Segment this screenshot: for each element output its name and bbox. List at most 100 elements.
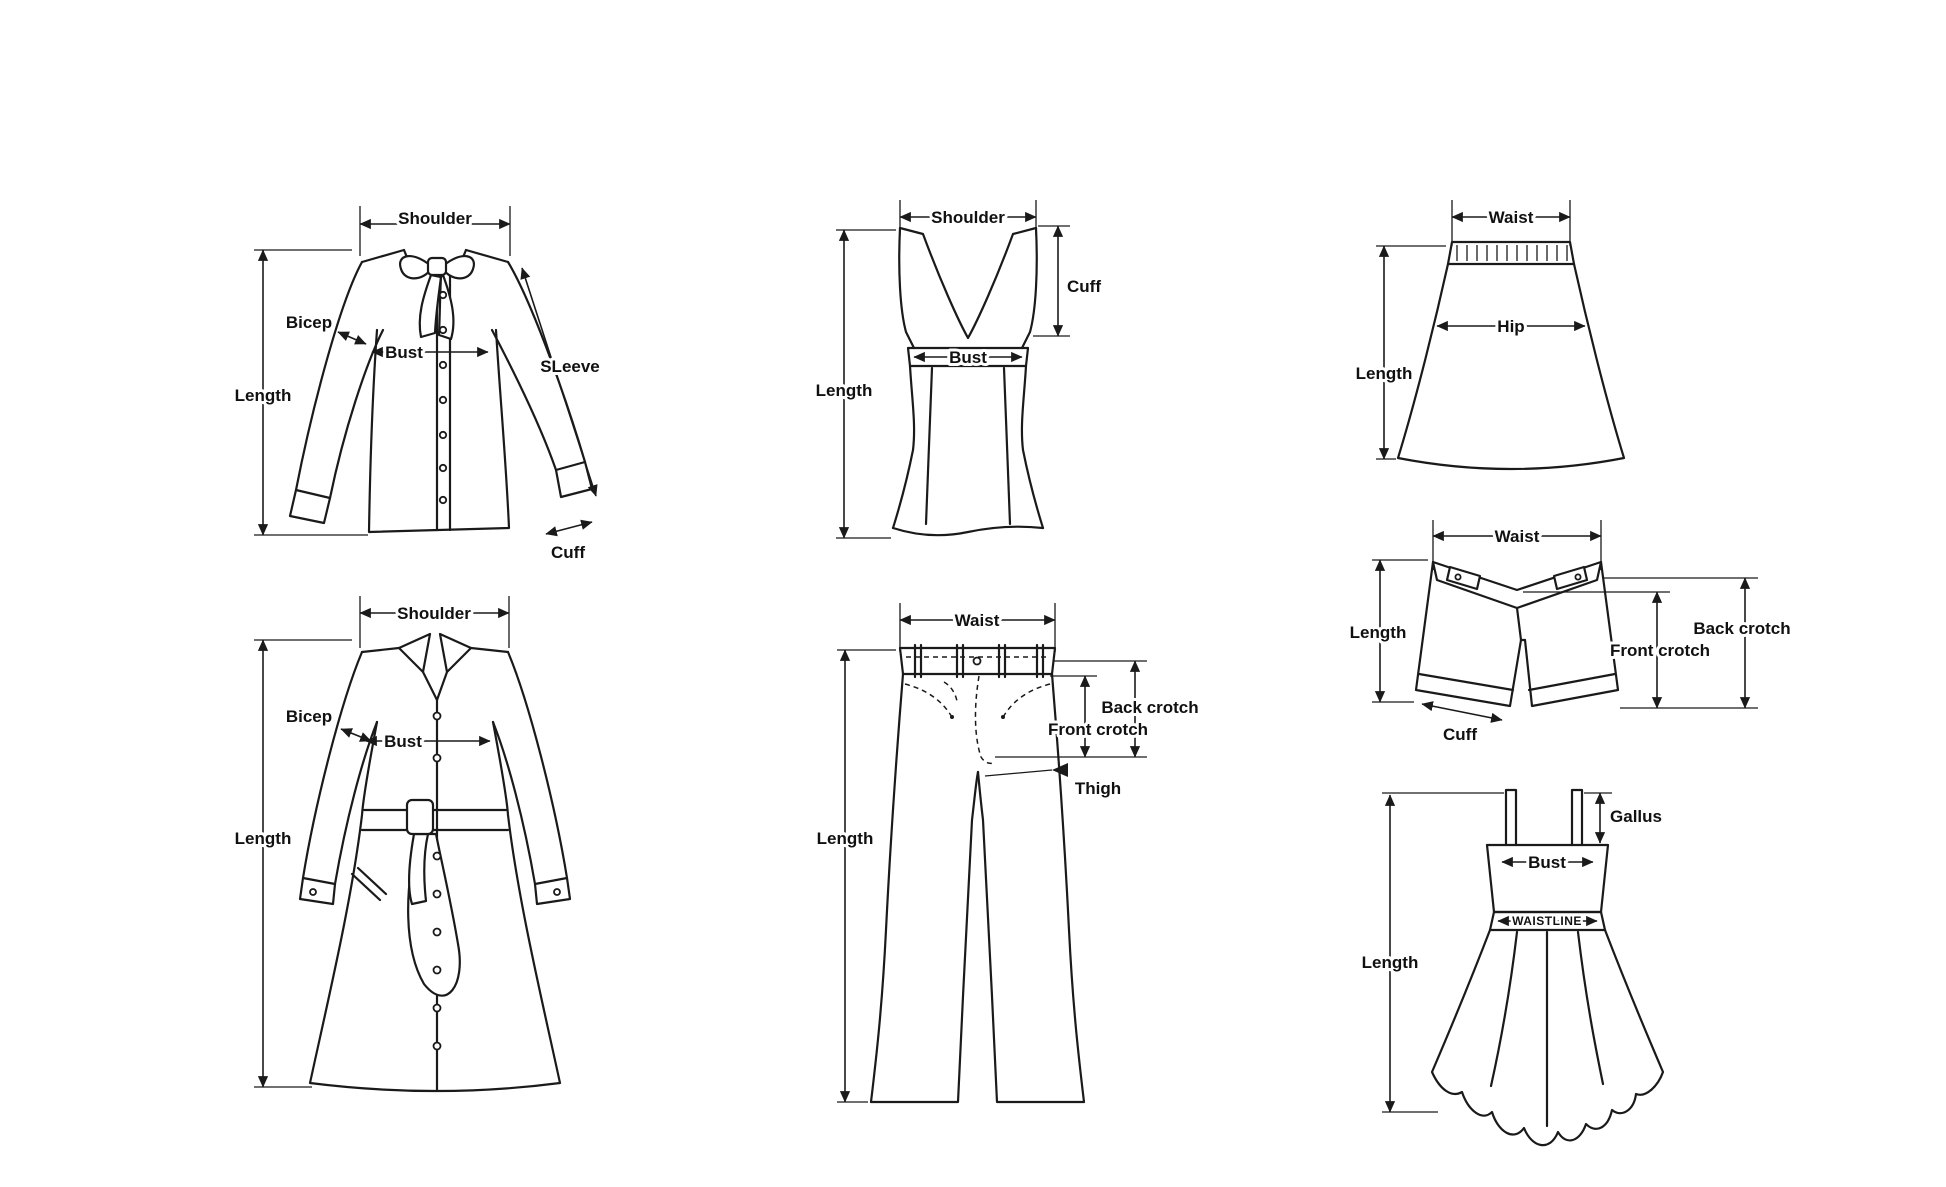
tank-top-diagram: Shoulder Cuff Bust Length xyxy=(813,200,1104,539)
button xyxy=(432,927,442,937)
vest-bust-band xyxy=(906,346,1030,368)
blouse-body xyxy=(367,328,511,534)
pants-thigh-label: Thigh xyxy=(1075,779,1121,798)
skirt-waistband-gathers xyxy=(1456,245,1568,261)
blouse-buttons xyxy=(438,290,448,505)
blouse-shoulder-label: Shoulder xyxy=(398,209,472,228)
button xyxy=(432,851,442,861)
pants-left-pocket xyxy=(904,683,954,720)
blouse-bust-label: Bust xyxy=(385,343,423,362)
skirt-body xyxy=(1396,262,1626,471)
coat-left-cuff-line xyxy=(301,876,337,886)
vest-bust-label: Bust xyxy=(949,348,987,367)
vest-length-label: Length xyxy=(816,381,873,400)
button xyxy=(438,360,448,370)
coat-diagram: Shoulder Bicep Bust Length xyxy=(232,596,572,1093)
coat-bicep-label: Bicep xyxy=(286,707,332,726)
coat-body xyxy=(308,720,562,1093)
pants-right-leg xyxy=(976,672,1086,1104)
coat-right-sleeve xyxy=(491,650,572,906)
blouse-diagram: Shoulder Length Bicep Bust SLeeve Cuff xyxy=(232,206,603,565)
dress-bust-label: Bust xyxy=(1528,853,1566,872)
blouse-bicep-label: Bicep xyxy=(286,313,332,332)
dress-straps xyxy=(1504,788,1584,847)
pants-belt-loops xyxy=(913,643,1045,679)
shorts-cuff-dim xyxy=(1421,701,1503,723)
coat-left-cuff-button xyxy=(309,888,317,896)
button xyxy=(438,430,448,440)
button xyxy=(432,711,442,721)
pants-length-label: Length xyxy=(817,829,874,848)
blouse-sleeve-label: SLeeve xyxy=(540,357,600,376)
coat-right-cuff-line xyxy=(533,876,569,886)
vest-lower-body xyxy=(891,364,1045,530)
blouse-bow-knot xyxy=(426,256,448,277)
dress-waistline-label: WAISTLINE xyxy=(1512,914,1582,928)
shorts-right-tab xyxy=(1552,565,1589,591)
button xyxy=(438,395,448,405)
coat-buttons xyxy=(432,711,442,1051)
blouse-left-sleeve xyxy=(288,260,385,525)
coat-belt-tail xyxy=(408,832,430,906)
pocket-rivet xyxy=(1001,715,1005,719)
button xyxy=(432,889,442,899)
blouse-bicep-dim xyxy=(337,331,367,345)
blouse-bow-left-loop xyxy=(398,255,433,280)
coat-belt-knot xyxy=(405,798,435,836)
button xyxy=(432,965,442,975)
skirt-hip-label: Hip xyxy=(1497,317,1524,336)
coat-belt xyxy=(360,808,510,832)
coat-length-label: Length xyxy=(235,829,292,848)
shorts-left-leg xyxy=(1414,560,1523,708)
shorts-waistband xyxy=(1431,560,1603,610)
shorts-length-label: Length xyxy=(1350,623,1407,642)
coat-right-cuff-button xyxy=(553,888,561,896)
shorts-left-tab-button xyxy=(1454,573,1462,581)
shorts-left-tab xyxy=(1445,565,1482,591)
vest-hem xyxy=(891,525,1045,537)
button xyxy=(432,1041,442,1051)
pants-left-leg xyxy=(869,672,980,1104)
button xyxy=(438,325,448,335)
dress-gallus-label: Gallus xyxy=(1610,807,1662,826)
dress-skirt xyxy=(1430,928,1665,1147)
pants-diagram: Waist Back crotch Front crotch Thigh Len… xyxy=(814,603,1202,1104)
pants-coin-pocket xyxy=(943,681,958,702)
pants-front-crotch-label: Front crotch xyxy=(1048,720,1148,739)
coat-bust-label: Bust xyxy=(384,732,422,751)
pocket-rivet xyxy=(950,715,954,719)
pants-thigh-line xyxy=(984,769,1053,777)
blouse-cuff-dim xyxy=(545,519,593,537)
vest-shoulder-label: Shoulder xyxy=(931,208,1005,227)
skirt-diagram: Waist Hip Length xyxy=(1353,200,1626,471)
shorts-center-seam xyxy=(1515,606,1527,642)
pants-back-crotch-label: Back crotch xyxy=(1101,698,1198,717)
shorts-left-cuff-fold xyxy=(1417,672,1515,692)
shorts-right-tab-button xyxy=(1574,573,1582,581)
skirt-waist-label: Waist xyxy=(1489,208,1534,227)
shorts-back-crotch-label: Back crotch xyxy=(1693,619,1790,638)
button xyxy=(432,753,442,763)
blouse-shoulders xyxy=(360,248,510,264)
blouse-right-sleeve xyxy=(490,260,594,499)
pants-waist-label: Waist xyxy=(955,611,1000,630)
pants-fly-stitching xyxy=(974,675,995,765)
blouse-sleeve-dim xyxy=(520,267,598,497)
button xyxy=(438,495,448,505)
dress-length-label: Length xyxy=(1362,953,1419,972)
vest-panel-seams xyxy=(924,366,1012,526)
button xyxy=(438,463,448,473)
skirt-length-label: Length xyxy=(1356,364,1413,383)
dress-diagram: Gallus Bust WAISTLINE Length xyxy=(1359,788,1665,1147)
coat-collar xyxy=(397,632,473,702)
shorts-cuff-label: Cuff xyxy=(1443,725,1477,744)
vest-neck-and-shoulders xyxy=(898,226,1038,340)
shorts-right-cuff-fold xyxy=(1527,672,1617,692)
blouse-left-cuff-line xyxy=(294,488,332,500)
coat-bicep-dim xyxy=(340,728,372,742)
shorts-right-leg xyxy=(1523,560,1620,708)
blouse-right-cuff-line xyxy=(554,460,587,472)
dress-skirt-folds xyxy=(1489,930,1605,1128)
coat-shoulder-label: Shoulder xyxy=(397,604,471,623)
pants-waist-button xyxy=(972,656,982,666)
